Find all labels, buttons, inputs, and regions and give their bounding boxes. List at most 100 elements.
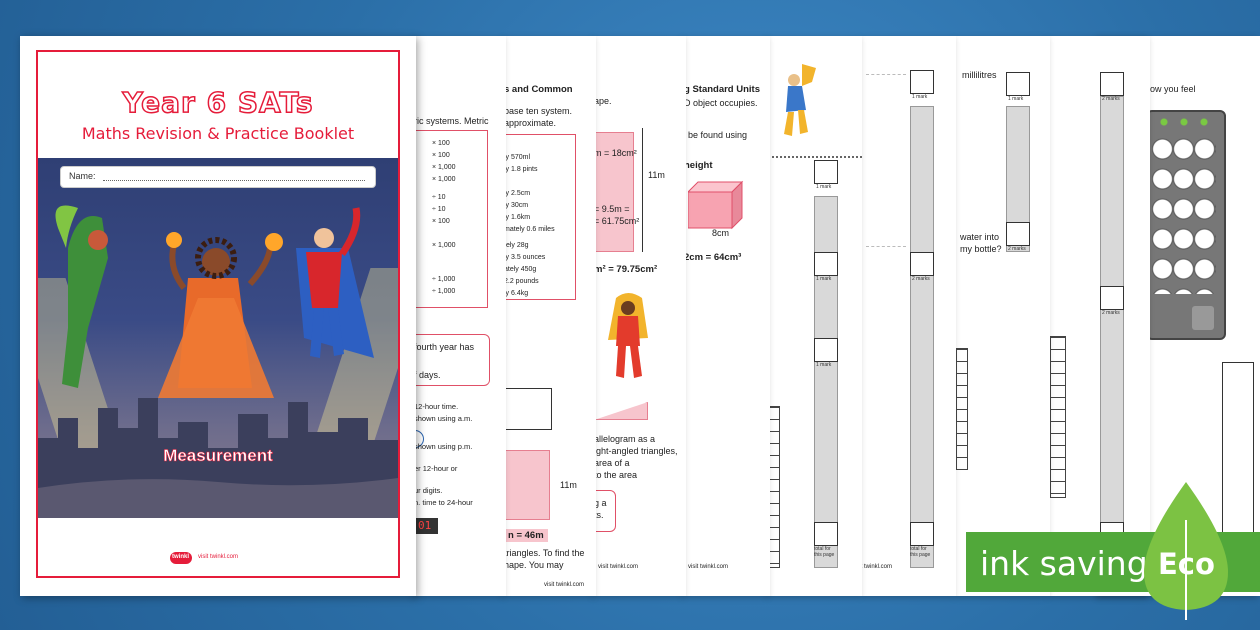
name-field[interactable]: Name: bbox=[60, 166, 376, 188]
twinkl-logo bbox=[170, 552, 192, 564]
page3-line: ly 1.6km bbox=[504, 214, 531, 221]
cover-topic: Measurement bbox=[163, 446, 273, 466]
page-footer: visit twinkl.com bbox=[544, 582, 585, 588]
compound-shape bbox=[504, 450, 550, 520]
digital-clock-readout: 01 bbox=[418, 519, 432, 532]
tip-box bbox=[594, 490, 616, 532]
mark-box bbox=[814, 160, 838, 184]
eco-leaf-icon bbox=[1144, 482, 1228, 620]
hero-figure-icon bbox=[608, 293, 648, 378]
page4-line: ape. bbox=[594, 96, 612, 106]
booklet-page-6: 1 mark 1 mark 1 mark total for this page bbox=[768, 36, 862, 596]
mark-box bbox=[910, 252, 934, 276]
mark-label: 1 mark bbox=[816, 184, 832, 190]
table-value: ÷ 10 bbox=[432, 206, 446, 213]
page3-dim: 11m bbox=[560, 480, 577, 490]
mark-label: 2 marks bbox=[1008, 246, 1026, 252]
mark-box bbox=[1100, 72, 1124, 96]
page4-dim: 11m bbox=[648, 170, 665, 180]
page3-line: approximate. bbox=[504, 118, 557, 128]
twinkl-logo-text: twinkl bbox=[172, 554, 190, 560]
total-box bbox=[910, 522, 934, 546]
booklet-page-7: 1 mark 2 marks total for this page visit… bbox=[862, 36, 956, 596]
fact-box bbox=[414, 334, 490, 386]
page3-line: ly 30cm bbox=[504, 202, 529, 209]
mood-circles bbox=[1152, 134, 1216, 294]
superheroes-group bbox=[55, 205, 374, 398]
table-value: ÷ 1,000 bbox=[432, 288, 456, 295]
booklet-page-9: 2 marks 2 marks total for this page bbox=[1050, 36, 1150, 596]
page4-line: area of a bbox=[594, 458, 630, 468]
page4-line: g a bbox=[594, 498, 607, 508]
page5-line: 2cm = 64cm³ bbox=[684, 252, 742, 263]
cover-subtitle: Maths Revision & Practice Booklet bbox=[81, 124, 355, 143]
city-skyline bbox=[38, 398, 398, 518]
section-divider bbox=[768, 156, 862, 158]
page3-heading: s and Common bbox=[504, 84, 573, 95]
page3-line: tely 28g bbox=[504, 242, 529, 249]
page4-line: ight-angled triangles, bbox=[594, 446, 678, 456]
mark-box bbox=[814, 252, 838, 276]
mark-label: 2 marks bbox=[912, 276, 930, 282]
rectangle-diagram bbox=[594, 132, 634, 252]
page2-line: er 12-hour or bbox=[414, 464, 458, 473]
mark-box bbox=[814, 338, 838, 362]
page4-line: m = 18cm² bbox=[594, 148, 637, 158]
superhero-illustration bbox=[772, 60, 828, 140]
rectangle-outline bbox=[504, 388, 552, 430]
table-value: ÷ 10 bbox=[432, 194, 446, 201]
mark-label: 2 marks bbox=[1102, 96, 1120, 102]
page-footer: visit twinkl.com bbox=[688, 564, 729, 570]
page4-line: ts. bbox=[594, 510, 604, 520]
cover-illustration: Name: bbox=[38, 158, 398, 518]
eco-label: Eco bbox=[1158, 547, 1215, 581]
page3-line: ately 450g bbox=[504, 266, 537, 273]
page2-line: fourth year has bbox=[414, 342, 475, 352]
answer-line bbox=[866, 74, 906, 75]
answer-line bbox=[866, 246, 906, 247]
hero-figure-icon bbox=[784, 64, 816, 136]
page-footer: visit twinkl.com bbox=[598, 564, 639, 570]
mark-label: 1 mark bbox=[816, 276, 832, 282]
page3-line: ly 3.5 ounces bbox=[504, 254, 546, 261]
mark-box bbox=[910, 70, 934, 94]
page5-dim: 8cm bbox=[712, 228, 730, 238]
page4-line: to the area bbox=[594, 470, 638, 480]
page8-line: millilitres bbox=[962, 70, 997, 80]
page3-line: n = 46m bbox=[504, 529, 548, 542]
marks-column bbox=[910, 106, 934, 568]
page4-line: m² = 79.75cm² bbox=[594, 264, 658, 275]
page8-line: water into bbox=[960, 232, 1000, 242]
page2-line: ur digits. bbox=[414, 486, 443, 495]
cuboid-shape bbox=[686, 180, 744, 230]
page3-line: ly 6.4kg bbox=[504, 290, 529, 297]
digital-clock: 01 bbox=[414, 518, 438, 534]
table-value: × 1,000 bbox=[432, 164, 456, 171]
mark-label: 1 mark bbox=[912, 94, 928, 100]
page10-line: ow you feel bbox=[1150, 84, 1196, 94]
mood-dots bbox=[1154, 118, 1214, 126]
speaker-grille bbox=[1192, 306, 1214, 330]
booklet-page-5: g Standard Units D object occupies. be f… bbox=[684, 36, 770, 596]
table-value: × 1,000 bbox=[432, 176, 456, 183]
page2-line: shown using a.m. bbox=[414, 414, 473, 423]
page5-line: D object occupies. bbox=[684, 98, 758, 108]
booklet-page-4: ape. m = 18cm² = 9.5m = = 61.75cm² 11m m… bbox=[594, 36, 686, 596]
table-value: × 100 bbox=[432, 152, 450, 159]
page3-line: ly 2.5cm bbox=[504, 190, 531, 197]
dimension-line bbox=[642, 128, 643, 252]
cover-title: Year 6 SATs bbox=[122, 85, 314, 120]
page2-line: ric systems. Metric bbox=[414, 116, 489, 126]
booklet-page-3: s and Common base ten system. approximat… bbox=[504, 36, 596, 596]
mark-box bbox=[1006, 72, 1030, 96]
table-value: × 100 bbox=[432, 140, 450, 147]
page5-line: be found using bbox=[688, 130, 748, 140]
page-footer: visit twinkl.com bbox=[862, 564, 893, 570]
total-label: total for this page bbox=[910, 546, 931, 558]
measuring-jug bbox=[956, 348, 968, 470]
page5-line: height bbox=[684, 160, 713, 171]
page4-line: allelogram as a bbox=[594, 434, 656, 444]
page3-line: hape. You may bbox=[504, 560, 564, 570]
cover-border bbox=[36, 50, 400, 578]
page2-line: n. time to 24-hour bbox=[414, 498, 473, 507]
